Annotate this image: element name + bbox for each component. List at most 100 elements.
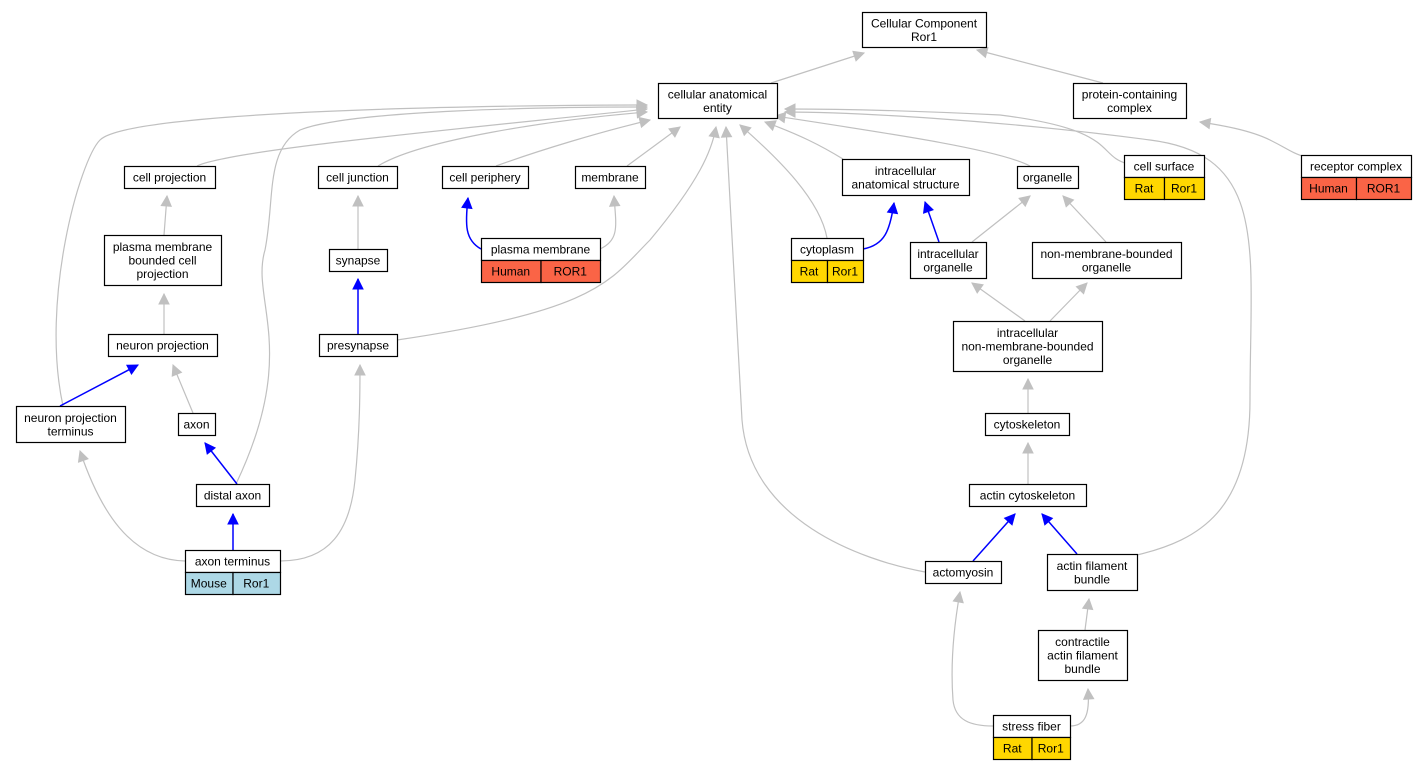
edge [971,195,1031,243]
edge [396,125,720,341]
edge-line [59,364,139,407]
node-label: complex [1107,101,1152,115]
edge [158,292,170,334]
edge [1198,117,1306,158]
edge [770,50,866,84]
go-term-node-cell-projection[interactable]: cell projection [123,165,217,190]
node-label: non-membrane-bounded [961,340,1093,354]
edge [1049,282,1088,322]
node-label: plasma membrane [491,243,591,257]
go-term-node-organelle[interactable]: organelle [1016,165,1080,190]
edge [160,194,172,236]
go-term-node-cell-junction[interactable]: cell junction [317,165,399,190]
edge-line [377,111,648,167]
edge [77,449,186,562]
node-label: stress fiber [1002,720,1061,734]
edge-line [495,119,651,167]
edge-arrowhead [352,194,364,207]
edge-line [774,115,1031,167]
edge-arrowhead [1022,377,1034,390]
go-term-node-cytoskeleton[interactable]: cytoskeleton [984,412,1071,437]
gene-cell: ROR1 [554,265,588,279]
node-box [1037,629,1129,682]
edge [227,512,239,550]
go-term-node-actin-cytoskeleton[interactable]: actin cytoskeleton [968,483,1088,508]
edge [862,201,899,250]
edge-arrowhead [160,194,172,207]
edge [352,277,364,334]
node-box [195,483,271,508]
edge-arrowhead [971,282,984,294]
edge-arrowhead [171,363,183,377]
go-term-node-axon[interactable]: axon [177,412,217,437]
node-label: non-membrane-bounded [1040,247,1172,261]
gene-cell: Ror1 [832,265,858,279]
node-box [441,165,530,190]
node-box [574,165,647,190]
go-term-node-distal-axon[interactable]: distal axon [195,483,271,508]
edge [1081,597,1094,631]
edge-arrowhead [720,125,733,138]
edge [1022,441,1034,484]
edge-line [279,364,361,562]
node-box [15,405,127,444]
edge [975,47,1104,84]
go-term-node-presynapse[interactable]: presynapse [318,333,399,358]
edge-line [971,195,1031,243]
node-label: cell projection [133,171,206,185]
edge-line [784,111,1252,556]
edge-arrowhead [1062,195,1075,208]
edge-arrowhead [763,120,777,132]
node-label: bundle [1074,572,1110,586]
edge-arrowhead [158,292,170,305]
edge [1069,687,1095,727]
go-term-node-membrane[interactable]: membrane [574,165,647,190]
node-label: cell surface [1134,160,1195,174]
edge-line [196,108,648,167]
edge-arrowhead [608,194,621,207]
edge-arrowhead [922,200,934,214]
edge [626,126,681,167]
node-label: bundle [1064,662,1100,676]
go-term-node-inmbo[interactable]: intracellularnon-membrane-boundedorganel… [952,320,1104,373]
edge-line [784,108,1129,165]
go-term-node-neuron-projection[interactable]: neuron projection [107,333,219,358]
node-label: bounded cell [128,254,196,268]
node-label: actin filament [1047,649,1118,663]
gene-cell-box [540,259,602,284]
node-label: Cellular Component [871,16,978,30]
node-box [328,248,389,273]
go-term-node-synapse[interactable]: synapse [328,248,389,273]
edge [495,116,652,167]
edge [951,590,994,727]
node-label: cytoplasm [800,243,854,257]
node-label: intracellular [875,164,936,178]
node-box [841,158,971,197]
edge-line [770,52,865,84]
go-term-node-cell-periphery[interactable]: cell periphery [441,165,530,190]
node-label: actomyosin [933,566,994,580]
node-label: projection [136,267,188,281]
node-box [103,234,223,287]
edge-line [396,126,717,341]
edge-line [725,126,926,573]
gene-cell-box [1031,736,1072,761]
go-term-node-actomyosin[interactable]: actomyosin [924,560,1003,585]
